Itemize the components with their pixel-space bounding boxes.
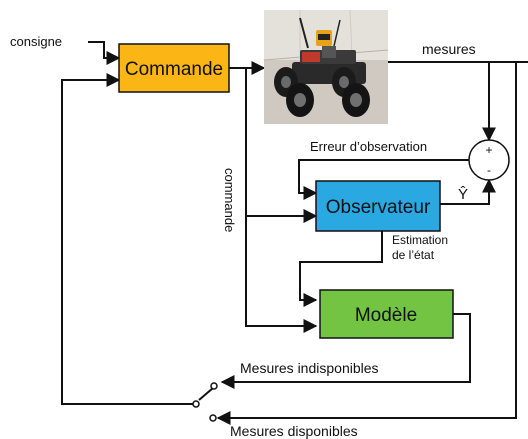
modele-block: Modèle [319, 289, 454, 339]
commande-vertical-label: commande [222, 168, 237, 232]
consigne-label: consigne [10, 34, 62, 49]
yhat-arrow [440, 178, 496, 205]
mesures-indisponibles-arrow [220, 313, 471, 389]
observateur-block: Observateur [315, 180, 441, 232]
switch-pivot [192, 400, 200, 408]
mesures-label: mesures [422, 41, 476, 57]
commande-block-label: Commande [125, 59, 223, 80]
estimation-arrow [299, 231, 383, 307]
robot-image [263, 9, 389, 124]
switch-contact-disponibles [209, 414, 217, 422]
consigne-arrow [88, 41, 121, 65]
mesures-disponibles-arrow [216, 62, 517, 425]
mesures-indisponibles-label: Mesures indisponibles [240, 360, 379, 376]
estimation-label-line2: de l’état [392, 248, 435, 262]
comparator-minus: - [487, 163, 491, 177]
switch-contact-indisponibles [210, 382, 218, 390]
commande-line [245, 68, 318, 333]
erreur-observation-label: Erreur d’observation [310, 139, 427, 154]
feedback-arrow [61, 73, 196, 405]
comparator-plus: + [485, 143, 492, 157]
commande-block: Commande [118, 43, 230, 93]
observateur-block-label: Observateur [326, 197, 431, 218]
estimation-label-line1: Estimation [392, 233, 448, 247]
comparator: + - [468, 139, 510, 181]
yhat-label: Ŷ [458, 186, 468, 203]
erreur-arrow [298, 159, 469, 200]
mesures-disponibles-label: Mesures disponibles [230, 423, 358, 439]
modele-block-label: Modèle [355, 305, 417, 326]
switch-arm [198, 387, 214, 401]
